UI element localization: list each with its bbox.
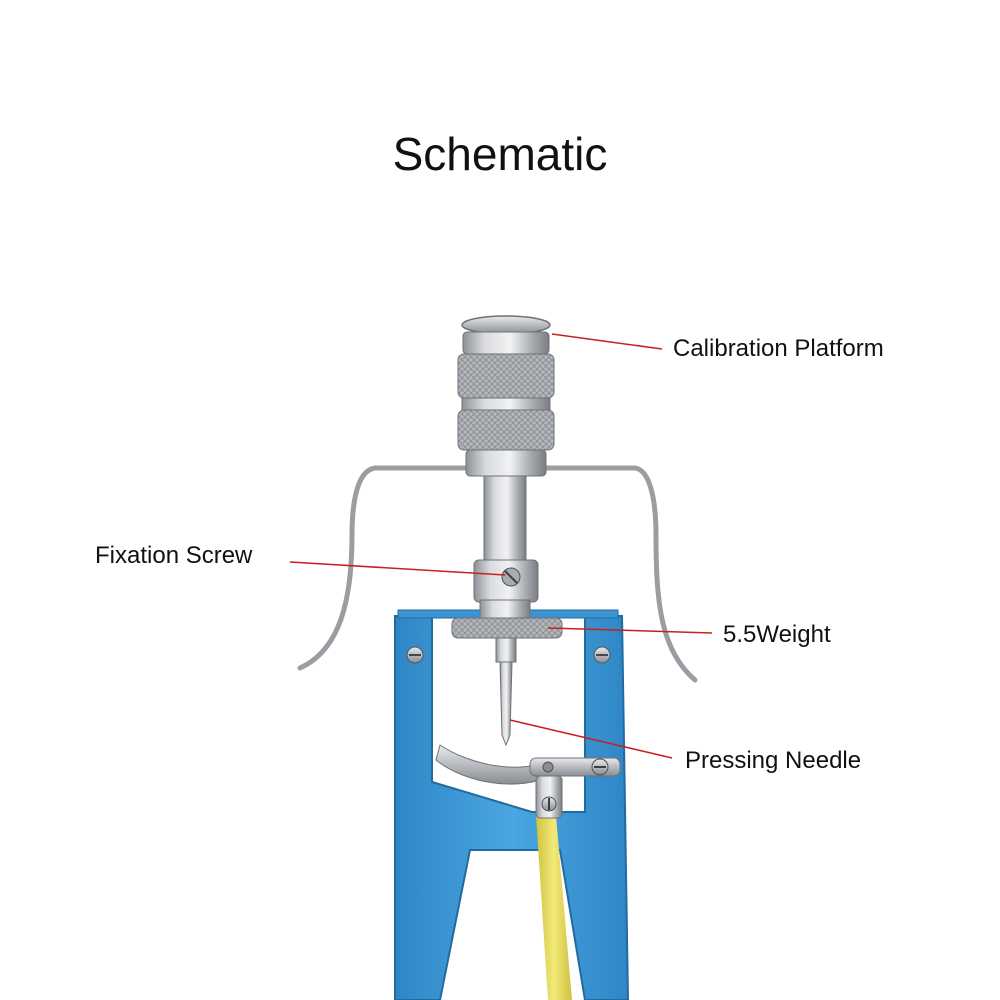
label-fixation-screw: Fixation Screw bbox=[95, 542, 253, 569]
callout-line-calibration bbox=[551, 333, 663, 350]
diagram-title: Schematic bbox=[392, 128, 608, 180]
pointer-hinge bbox=[529, 757, 621, 819]
callout-line-needle bbox=[509, 719, 673, 759]
label-pressing-needle: Pressing Needle bbox=[685, 747, 862, 774]
pressing-needle bbox=[495, 637, 517, 747]
callout-line-fixation bbox=[289, 561, 506, 576]
yellow-strip bbox=[536, 815, 572, 1000]
label-weight: 5.5Weight bbox=[723, 621, 831, 648]
weight-disc bbox=[451, 599, 563, 639]
label-calibration-platform: Calibration Platform bbox=[673, 335, 884, 362]
callout-line-weight bbox=[547, 627, 713, 634]
knurled-handle bbox=[457, 331, 555, 477]
calibration-platform bbox=[461, 315, 551, 335]
shaft bbox=[483, 475, 527, 567]
fixation-screw bbox=[473, 559, 539, 603]
callout-lines bbox=[289, 333, 713, 759]
